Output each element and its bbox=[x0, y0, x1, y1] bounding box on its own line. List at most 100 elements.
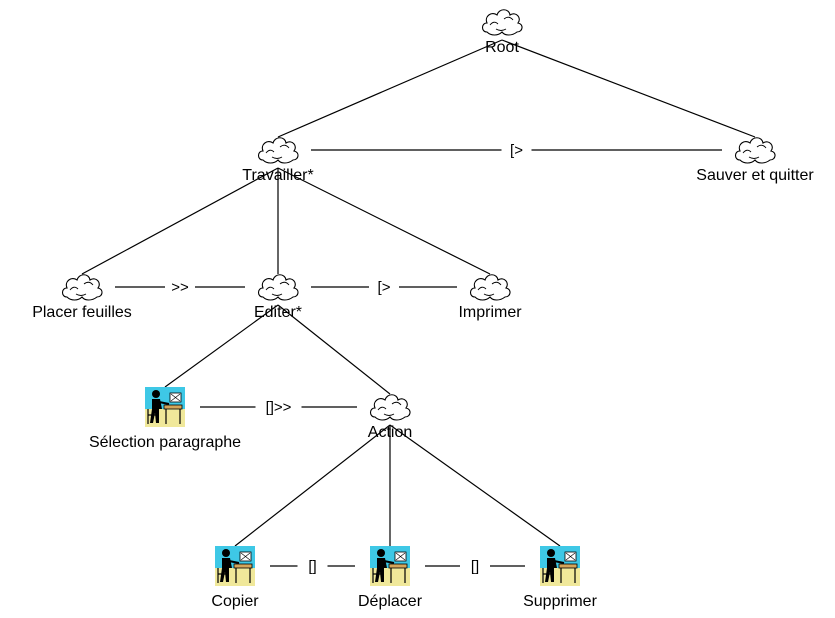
icon-person-arm bbox=[228, 560, 240, 564]
operator-label: [] bbox=[471, 558, 479, 575]
cloud-shape bbox=[257, 274, 299, 301]
task-node-action[interactable]: Action bbox=[368, 394, 412, 441]
cloud-detail bbox=[742, 144, 767, 159]
operator-label: >> bbox=[171, 279, 189, 296]
icon-person-head bbox=[222, 549, 230, 557]
operator-label-bg bbox=[165, 277, 195, 297]
icon-monitor-mark bbox=[240, 552, 251, 561]
tree-edge-editer-action bbox=[277, 304, 391, 395]
operator-selection-action: []>> bbox=[200, 397, 357, 417]
operator-links: [> >> [> []>> [] [] bbox=[115, 140, 722, 576]
tree-edge-action-supprimer bbox=[389, 424, 561, 547]
cloud-detail bbox=[69, 281, 94, 296]
operator-label: [] bbox=[308, 558, 316, 575]
cloud-icon bbox=[61, 274, 103, 301]
operator-deplacer-supprimer: [] bbox=[425, 556, 525, 576]
task-node-root[interactable]: Root bbox=[481, 9, 523, 56]
cloud-detail bbox=[489, 16, 514, 31]
task-label-supprimer: Supprimer bbox=[523, 593, 597, 610]
icon-person-head bbox=[152, 390, 160, 398]
icon-person-body bbox=[545, 558, 557, 582]
tree-edges bbox=[81, 39, 756, 547]
tree-edge-editer-selection bbox=[164, 304, 279, 388]
operator-label-bg bbox=[255, 397, 302, 417]
cloud-icon bbox=[369, 394, 411, 421]
icon-desk bbox=[233, 563, 253, 569]
tree-edge-travailler-imprimer bbox=[277, 167, 491, 275]
cloud-detail bbox=[265, 144, 290, 159]
task-label-travailler: Travailler* bbox=[242, 167, 313, 184]
icon-monitor-mark bbox=[170, 393, 181, 402]
icon-floor bbox=[215, 568, 255, 586]
icon-floor bbox=[370, 568, 410, 586]
icon-floor bbox=[145, 409, 185, 427]
task-node-travailler[interactable]: Travailler* bbox=[242, 137, 314, 184]
icon-person-body bbox=[375, 558, 387, 582]
cloud-icon bbox=[481, 9, 523, 36]
cloud-icon bbox=[734, 137, 776, 164]
icon-person-head bbox=[377, 549, 385, 557]
cloud-shape bbox=[61, 274, 103, 301]
operator-label: [> bbox=[510, 142, 523, 159]
task-node-selection[interactable]: Sélection paragraphe bbox=[89, 387, 241, 451]
cloud-icon bbox=[257, 137, 299, 164]
icon-person-arm bbox=[383, 560, 395, 564]
operator-travailler-sauver: [> bbox=[311, 140, 722, 160]
task-label-root: Root bbox=[485, 39, 519, 56]
icon-floor bbox=[540, 568, 580, 586]
cloud-shape bbox=[481, 9, 523, 36]
task-node-copier[interactable]: Copier bbox=[211, 546, 259, 610]
task-node-supprimer[interactable]: Supprimer bbox=[523, 546, 598, 610]
cloud-shape bbox=[469, 274, 511, 301]
icon-person-body bbox=[150, 399, 162, 423]
operator-placer-editer: >> bbox=[115, 277, 245, 297]
icon-person-head bbox=[547, 549, 555, 557]
task-label-editer: Editer* bbox=[254, 304, 302, 321]
cloud-detail bbox=[265, 281, 290, 296]
operator-label-bg bbox=[369, 277, 399, 297]
icon-person-arm bbox=[158, 401, 170, 405]
task-label-placer: Placer feuilles bbox=[32, 304, 132, 321]
icon-person-arm bbox=[553, 560, 565, 564]
tree-edge-root-sauver bbox=[501, 39, 756, 138]
task-node-deplacer[interactable]: Déplacer bbox=[358, 546, 423, 610]
tree-edge-root-travailler bbox=[277, 39, 503, 138]
operator-label-bg bbox=[460, 556, 490, 576]
cloud-shape bbox=[257, 137, 299, 164]
task-node-editer[interactable]: Editer* bbox=[254, 274, 302, 321]
operator-label: [> bbox=[378, 279, 391, 296]
task-label-sauver: Sauver et quitter bbox=[696, 167, 814, 184]
user-at-desk-icon bbox=[540, 546, 580, 586]
icon-desk bbox=[388, 563, 408, 569]
cloud-icon bbox=[469, 274, 511, 301]
operator-editer-imprimer: [> bbox=[311, 277, 457, 297]
task-label-action: Action bbox=[368, 424, 412, 441]
user-at-desk-icon bbox=[215, 546, 255, 586]
cloud-detail bbox=[377, 401, 402, 416]
cloud-shape bbox=[734, 137, 776, 164]
tree-edge-action-copier bbox=[234, 424, 391, 547]
icon-monitor-mark bbox=[395, 552, 406, 561]
operator-label-bg bbox=[501, 140, 532, 160]
task-node-placer[interactable]: Placer feuilles bbox=[32, 274, 132, 321]
operator-label-bg bbox=[297, 556, 328, 576]
tree-edge-travailler-placer bbox=[81, 167, 279, 275]
task-label-selection: Sélection paragraphe bbox=[89, 434, 241, 451]
task-label-deplacer: Déplacer bbox=[358, 593, 423, 610]
user-at-desk-icon bbox=[145, 387, 185, 427]
cloud-shape bbox=[369, 394, 411, 421]
task-node-sauver[interactable]: Sauver et quitter bbox=[696, 137, 814, 184]
icon-desk bbox=[558, 563, 578, 569]
operator-copier-deplacer: [] bbox=[270, 556, 355, 576]
user-at-desk-icon bbox=[370, 546, 410, 586]
icon-desk bbox=[163, 404, 183, 410]
task-node-imprimer[interactable]: Imprimer bbox=[458, 274, 522, 321]
icon-person-body bbox=[220, 558, 232, 582]
cloud-icon bbox=[257, 274, 299, 301]
task-label-copier: Copier bbox=[211, 593, 259, 610]
task-label-imprimer: Imprimer bbox=[458, 304, 522, 321]
operator-label: []>> bbox=[266, 399, 292, 416]
cloud-detail bbox=[477, 281, 502, 296]
